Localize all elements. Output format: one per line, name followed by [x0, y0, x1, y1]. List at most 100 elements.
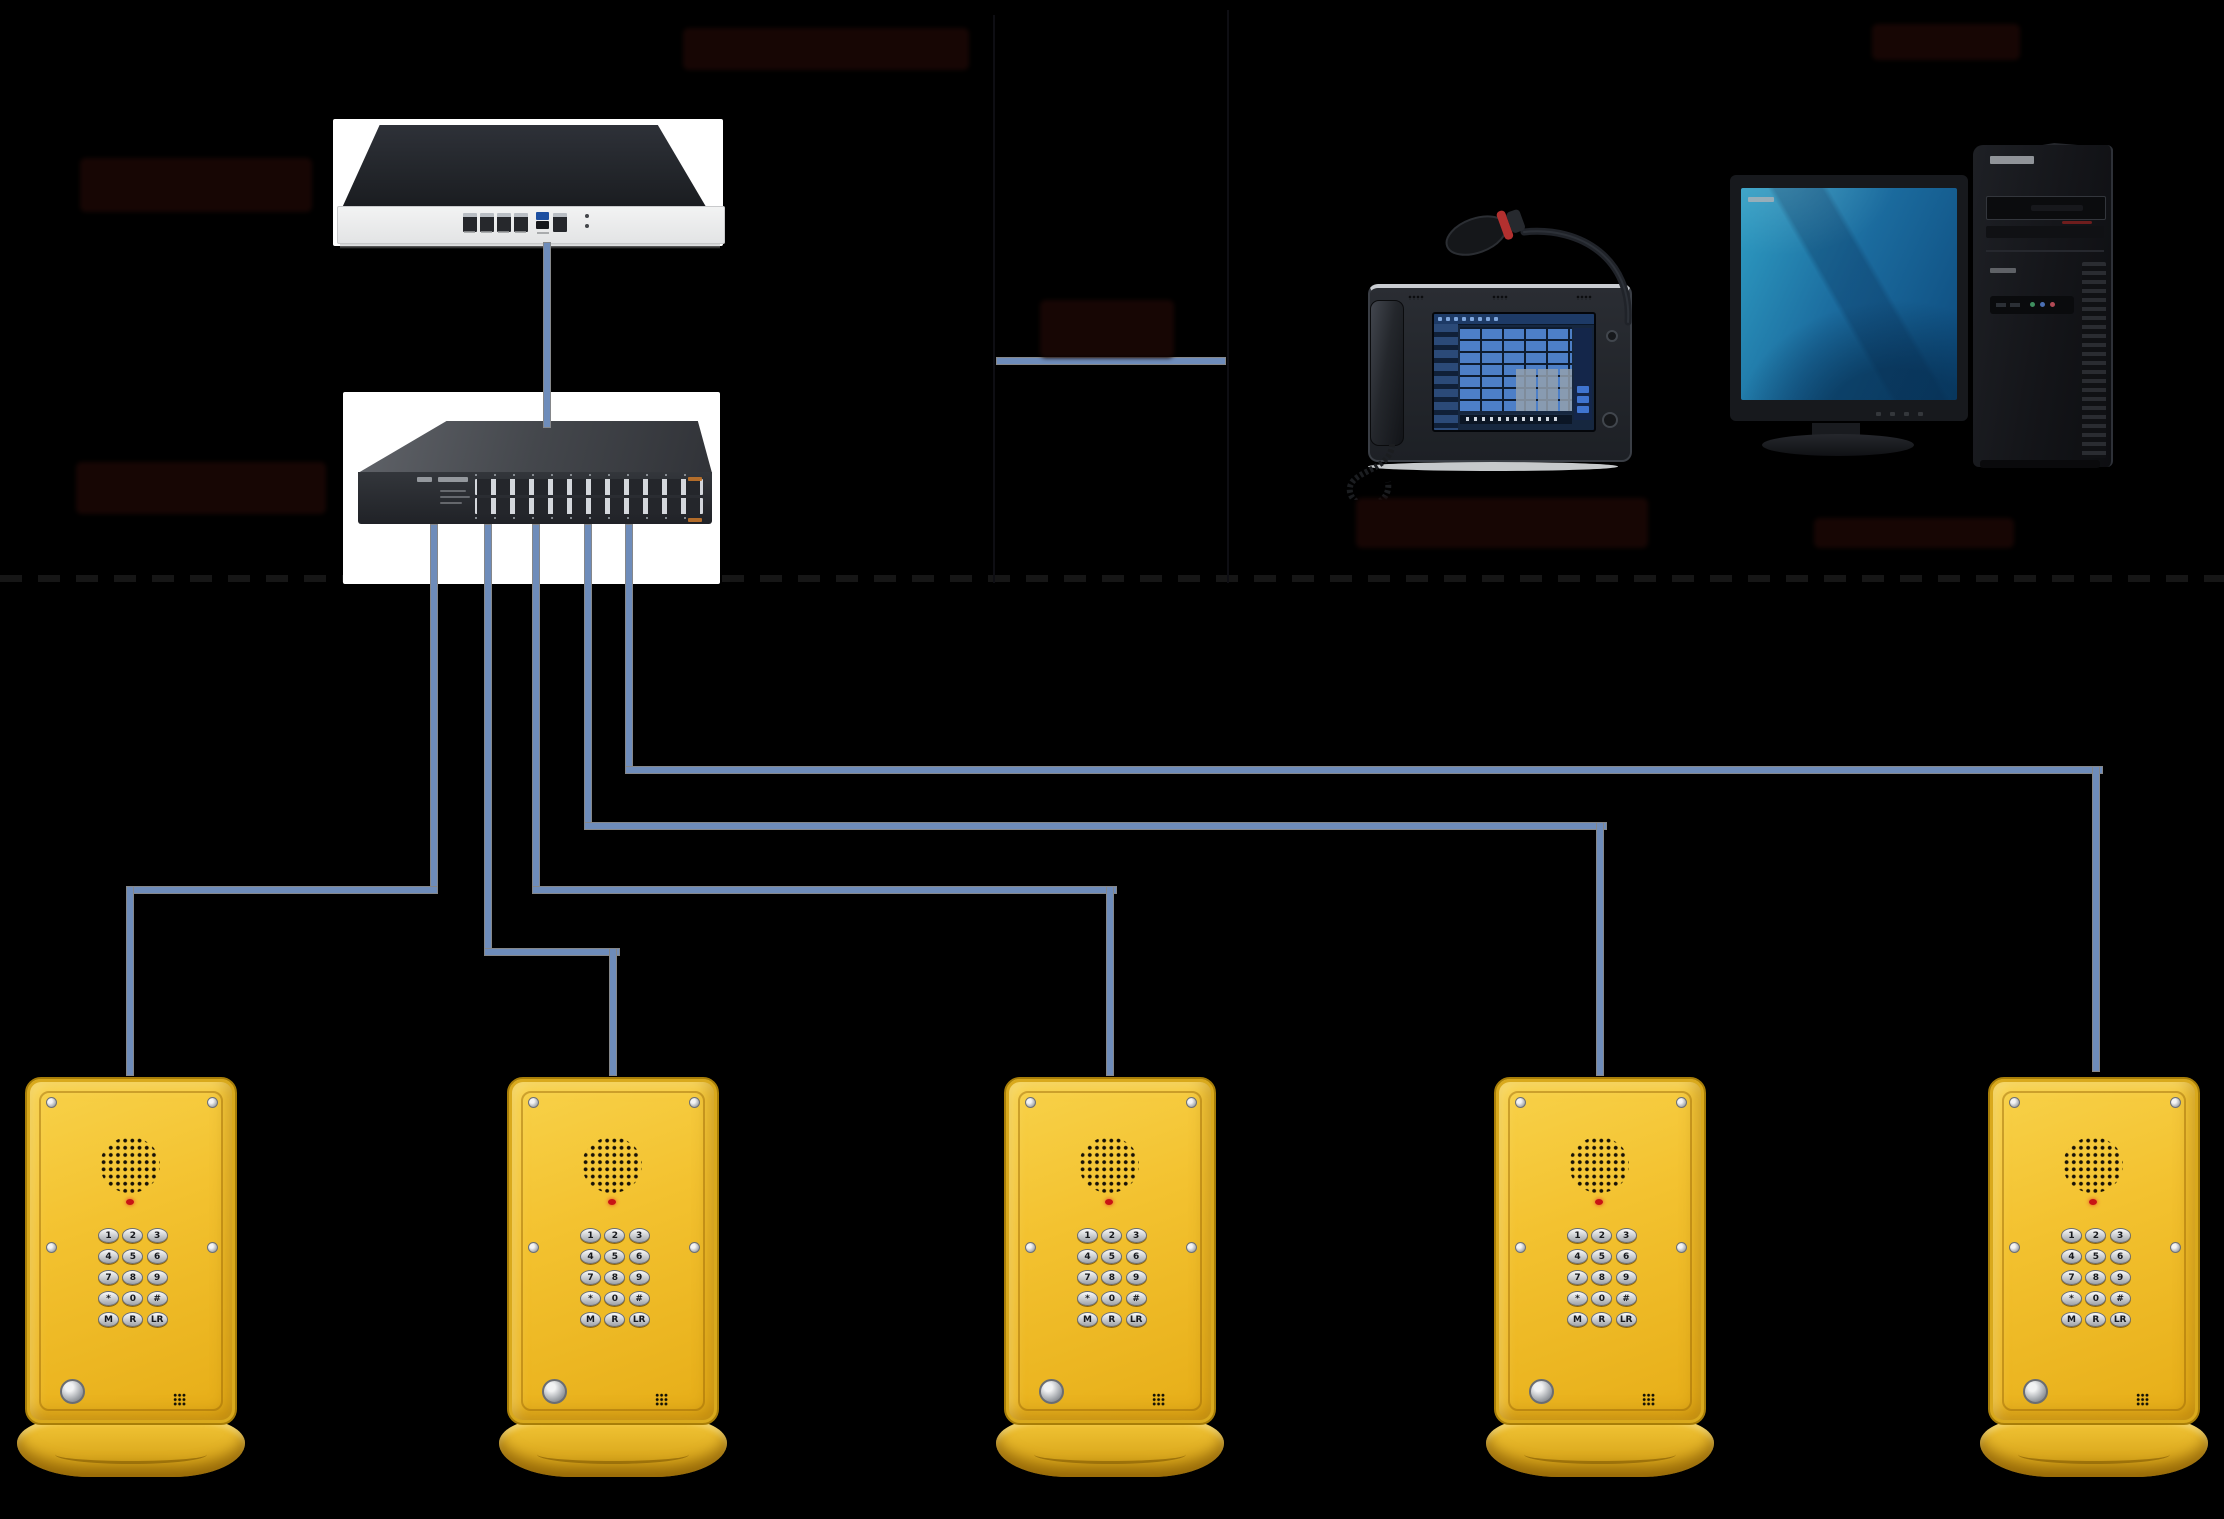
console-ui-right-column: [1574, 328, 1592, 420]
port-label-mark: [537, 232, 549, 234]
keypad-key-5: 5: [1591, 1249, 1613, 1264]
phone-mounting-bracket: [499, 1419, 727, 1477]
switch-led-legend-mark: [440, 490, 466, 492]
switch-led-legend-mark: [440, 502, 462, 504]
console-button: [1606, 330, 1618, 342]
monitor-button-icon: [1876, 412, 1881, 416]
monitor-logo-mark: [1748, 197, 1774, 202]
server-led-icon: [585, 214, 589, 218]
screw-icon: [1025, 1097, 1036, 1108]
keypad-key-LR: LR: [1615, 1312, 1637, 1327]
network-cable-segment: [626, 767, 2102, 773]
faint-connector-segment: [993, 15, 995, 583]
keypad-key-0: 0: [1101, 1291, 1123, 1306]
phone-faceplate-frame: [1508, 1091, 1692, 1411]
phone-mounting-bracket: [1980, 1419, 2208, 1477]
keypad-key-7: 7: [1567, 1270, 1588, 1285]
keypad-key-7: 7: [2061, 1270, 2082, 1285]
screw-icon: [2170, 1097, 2181, 1108]
call-button: [542, 1379, 567, 1404]
keypad-key-R: R: [122, 1312, 144, 1327]
keypad-key-4: 4: [98, 1249, 119, 1264]
keypad-key-5: 5: [1101, 1249, 1123, 1264]
keypad-key-*: *: [1077, 1291, 1098, 1306]
switch-uplink-label-mark: [688, 518, 702, 522]
keypad-key-2: 2: [604, 1228, 626, 1243]
switch-model-text-mark: [417, 477, 432, 482]
screw-icon: [528, 1097, 539, 1108]
network-cable-segment: [585, 823, 1606, 829]
keypad-key-0: 0: [2085, 1291, 2107, 1306]
monitor-button-icon: [1918, 412, 1923, 416]
keypad-key-3: 3: [146, 1228, 168, 1243]
screw-icon: [1676, 1097, 1687, 1108]
switch-uplink-label-mark: [688, 477, 702, 481]
keypad-key-9: 9: [146, 1270, 168, 1285]
keypad-key-0: 0: [604, 1291, 626, 1306]
handset-coiled-cord: [1346, 443, 1395, 500]
network-cable-segment: [997, 358, 1225, 364]
server-console-port-icon: [553, 213, 567, 232]
server-led-icon: [585, 224, 589, 228]
network-cable-segment: [610, 949, 616, 1075]
monitor-screen: [1741, 188, 1957, 400]
server-lan-port-icon: [514, 213, 528, 232]
illegible-label-smudge: [80, 158, 312, 212]
keypad-key-2: 2: [1101, 1228, 1123, 1243]
network-cable-segment: [1107, 887, 1113, 1075]
pc-brand-logo-mark: [1990, 156, 2034, 164]
keypad-key-6: 6: [1125, 1249, 1147, 1264]
keypad-key-6: 6: [628, 1249, 650, 1264]
keypad-key-*: *: [1567, 1291, 1588, 1306]
console-speaker-holes-icon: [1408, 295, 1424, 300]
keypad-key-LR: LR: [2109, 1312, 2131, 1327]
keypad-key-5: 5: [604, 1249, 626, 1264]
screw-icon: [689, 1242, 700, 1253]
status-led-icon: [1105, 1199, 1113, 1205]
keypad-key-4: 4: [2061, 1249, 2082, 1264]
keypad-key-6: 6: [1615, 1249, 1637, 1264]
console-reflection: [1368, 462, 1618, 471]
network-cable-segment: [544, 243, 550, 427]
keypad-key-0: 0: [122, 1291, 144, 1306]
keypad-key-M: M: [1077, 1312, 1098, 1327]
console-gooseneck-and-cord: [1346, 209, 1632, 500]
keypad-key-3: 3: [1125, 1228, 1147, 1243]
phone-faceplate-frame: [521, 1091, 705, 1411]
network-cable-segment: [533, 525, 539, 893]
keypad-key-6: 6: [146, 1249, 168, 1264]
status-led-icon: [2089, 1199, 2097, 1205]
phone-faceplate-frame: [39, 1091, 223, 1411]
keypad-key-4: 4: [1077, 1249, 1098, 1264]
keypad-key-0: 0: [1591, 1291, 1613, 1306]
monitor-button-icon: [1890, 412, 1895, 416]
screw-icon: [1186, 1242, 1197, 1253]
screw-icon: [207, 1242, 218, 1253]
network-cable-segment: [485, 949, 619, 955]
keypad-key-M: M: [580, 1312, 601, 1327]
keypad-key-*: *: [580, 1291, 601, 1306]
server-shadow: [340, 243, 720, 249]
server-lan-port-icon: [497, 213, 511, 232]
pc-drive-bay: [1986, 226, 2104, 238]
pc-optical-drive: [1986, 196, 2106, 220]
network-cable-segment: [533, 887, 1116, 893]
keypad-key-R: R: [604, 1312, 626, 1327]
network-cable-segment: [127, 887, 437, 893]
illegible-label-smudge: [683, 28, 969, 70]
keypad-key-*: *: [2061, 1291, 2082, 1306]
microphone-holes-icon: [1642, 1393, 1655, 1406]
screw-icon: [46, 1097, 57, 1108]
screw-icon: [1186, 1097, 1197, 1108]
phone-mounting-bracket: [996, 1419, 1224, 1477]
